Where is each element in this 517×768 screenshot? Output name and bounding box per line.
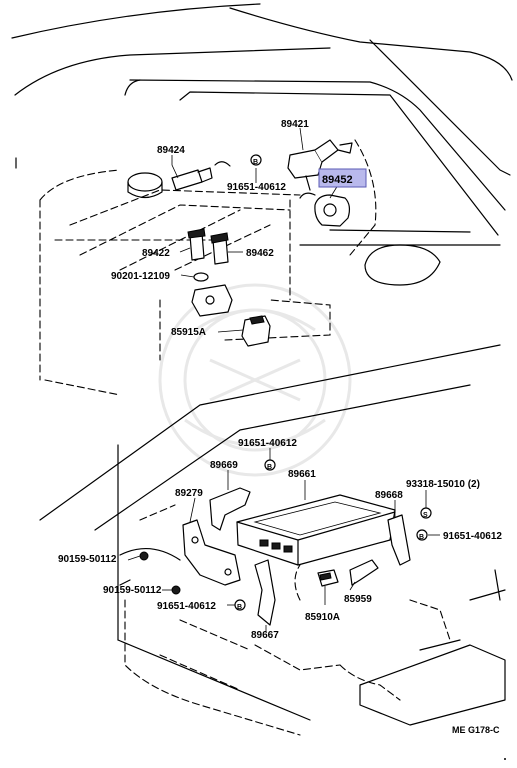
gasket-90201-12109 [193, 272, 209, 282]
label-91651-40612-bottom[interactable]: 91651-40612 [157, 601, 216, 612]
engine-ecu-89661 [236, 494, 396, 566]
label-89421[interactable]: 89421 [281, 119, 309, 130]
label-89668[interactable]: 89668 [375, 490, 403, 501]
label-89667[interactable]: 89667 [251, 630, 279, 641]
ecu-bracket-89279 [182, 519, 241, 586]
label-90159-50112-a[interactable]: 90159-50112 [58, 554, 117, 565]
label-89669[interactable]: 89669 [210, 460, 238, 471]
label-89424[interactable]: 89424 [157, 145, 185, 156]
label-89462[interactable]: 89462 [246, 248, 274, 259]
bracket-89667 [254, 559, 276, 626]
vacuum-sensor-89421 [287, 139, 353, 191]
bracket-85959 [349, 559, 379, 586]
svg-text:B: B [253, 159, 258, 166]
bracket-89669 [209, 487, 251, 531]
relay-85910A [317, 569, 339, 587]
label-91651-40612-top[interactable]: 91651-40612 [227, 182, 286, 193]
sensor-89462 [210, 232, 229, 265]
label-85910A[interactable]: 85910A [305, 612, 340, 623]
svg-text:B: B [419, 534, 424, 541]
label-91651-40612-mid[interactable]: 91651-40612 [238, 438, 297, 449]
label-90159-50112-b[interactable]: 90159-50112 [103, 585, 162, 596]
label-89279[interactable]: 89279 [175, 488, 203, 499]
air-cleaner-housing [364, 244, 441, 286]
bolt-symbol-bottom: B [234, 599, 246, 611]
bolt-symbol-right: B [416, 529, 428, 541]
part-number-labels: 89421 89424 89452 91651-40612 89422 8946… [58, 119, 502, 641]
label-85915A[interactable]: 85915A [171, 327, 206, 338]
figure-code: ME G178-C [452, 725, 500, 735]
svg-text:B: B [267, 464, 272, 471]
water-temp-sensor-89422 [187, 228, 206, 261]
throttle-position-sensor-89452 [299, 192, 351, 227]
svg-text:B: B [237, 604, 242, 611]
label-93318-15010[interactable]: 93318-15010 (2) [406, 479, 480, 490]
label-91651-40612-right[interactable]: 91651-40612 [443, 531, 502, 542]
label-89452[interactable]: 89452 [322, 174, 353, 186]
vacuum-switching-valve-85915A [241, 315, 271, 347]
ecu-area-outline [39, 344, 506, 736]
svg-text:S: S [423, 512, 428, 519]
label-89661[interactable]: 89661 [288, 469, 316, 480]
bolt-symbol-top: B [250, 154, 262, 166]
bolt-90159-b [171, 585, 181, 595]
water-outlet [191, 284, 233, 317]
label-89422[interactable]: 89422 [142, 248, 170, 259]
temperature-sensor-89424 [171, 161, 231, 191]
bolt-symbol-mid: B [264, 459, 276, 471]
corner-dot [504, 758, 506, 760]
bolt-90159-a [139, 551, 149, 561]
nut-symbol-93318: S [420, 507, 432, 519]
bracket-89668 [387, 514, 411, 566]
oil-filler-cap [127, 172, 163, 199]
label-85959[interactable]: 85959 [344, 594, 372, 605]
highlight-box-89452 [318, 168, 367, 188]
label-90201-12109[interactable]: 90201-12109 [111, 271, 170, 282]
engine-bay-outline [11, 3, 513, 396]
